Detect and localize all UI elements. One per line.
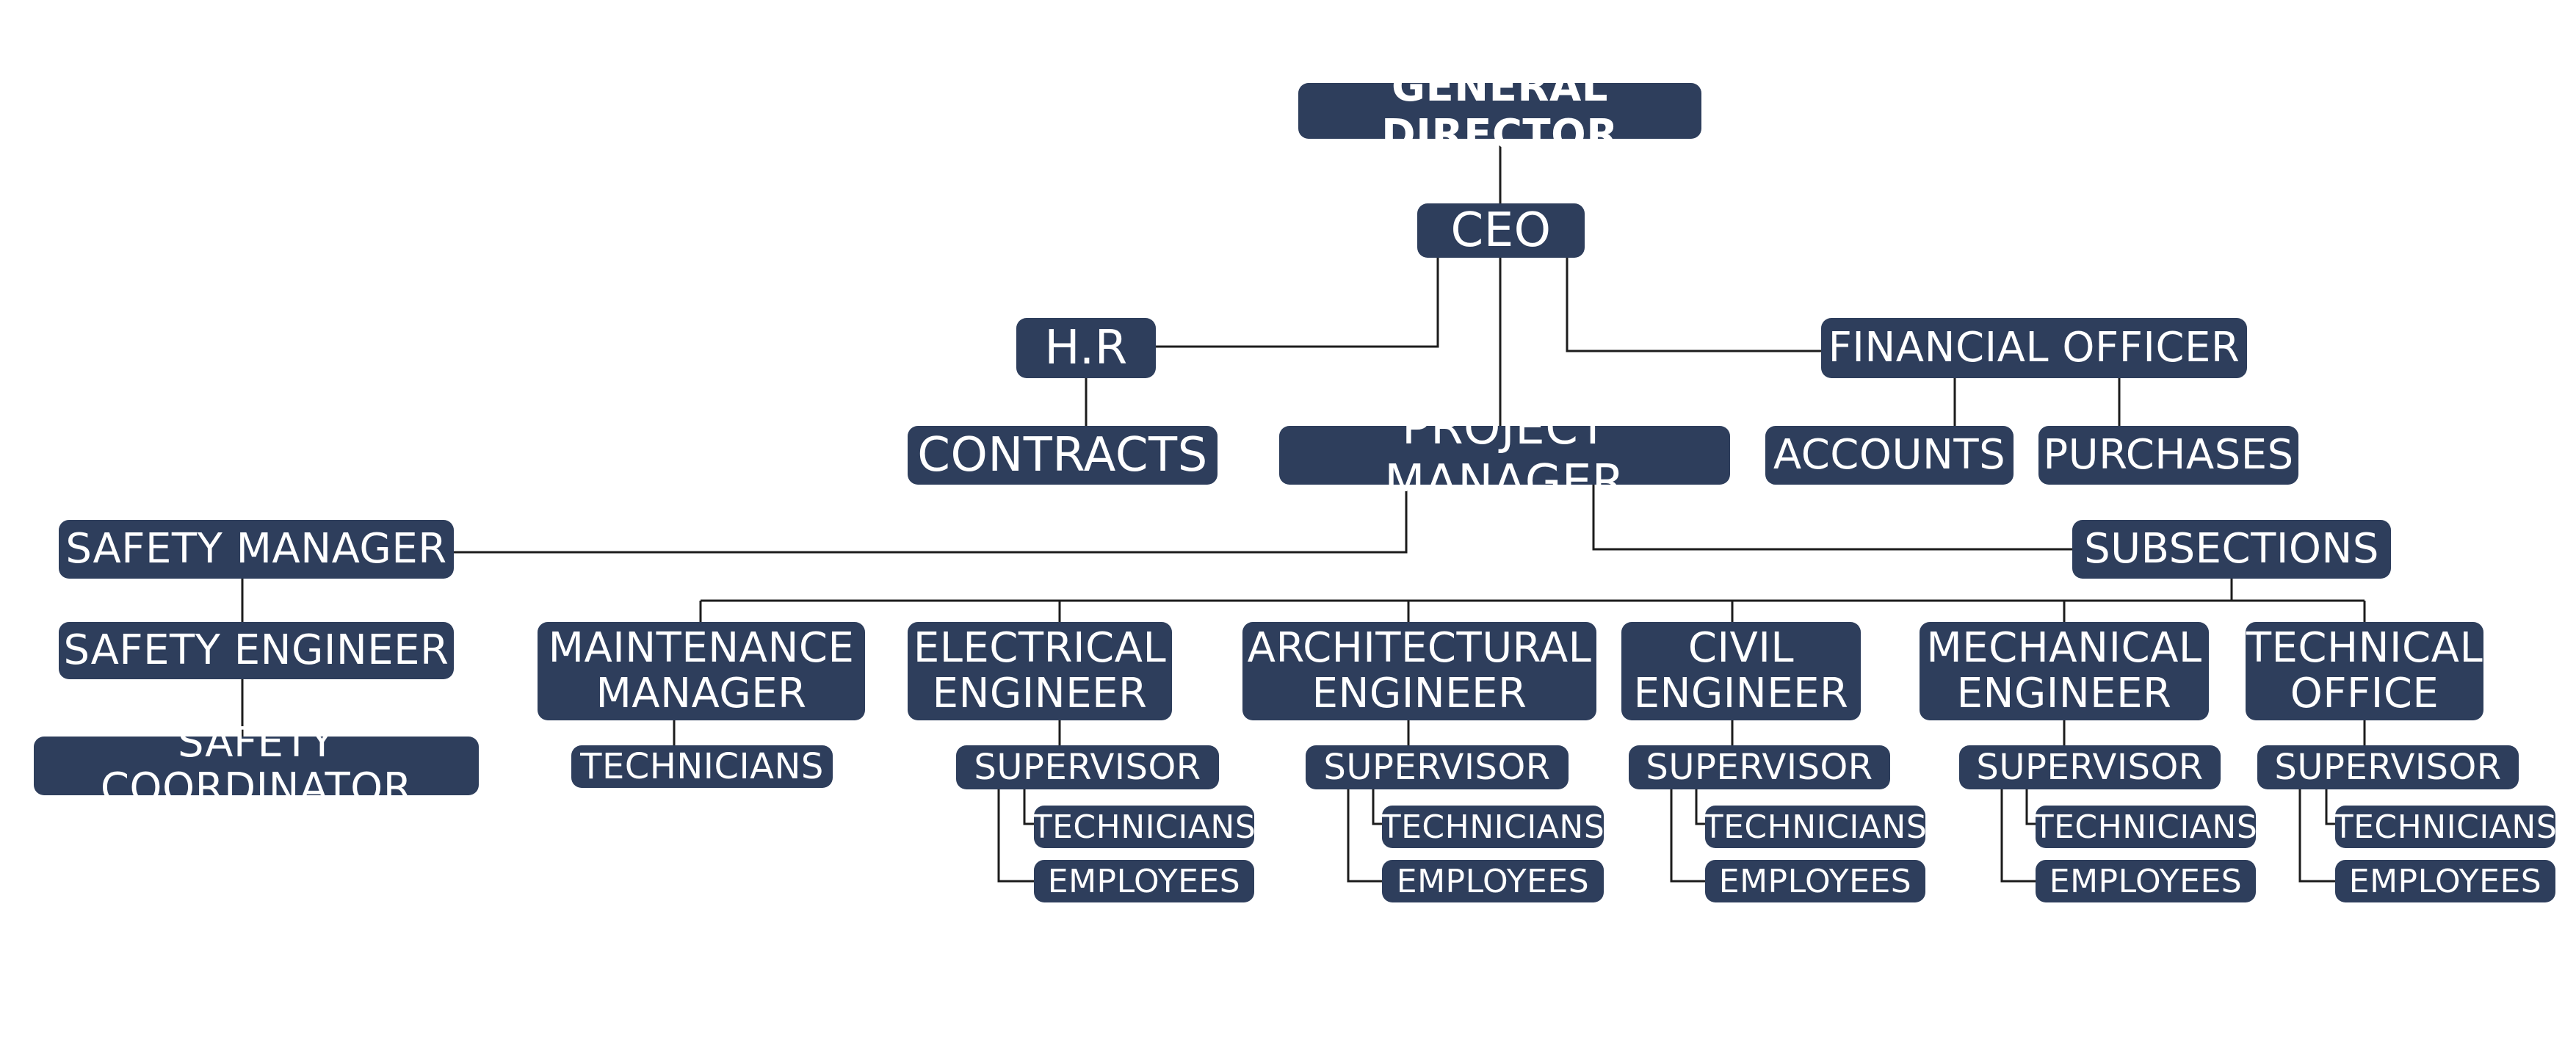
node-mechanical-employees: EMPLOYEES <box>2036 860 2256 902</box>
node-safety-coordinator: SAFETY COORDINATOR <box>34 720 479 811</box>
node-electrical-engineer: ELECTRICAL ENGINEER <box>908 622 1172 720</box>
node-civil-technicians: TECHNICIANS <box>1704 806 1927 848</box>
connector-elec-sup-techn <box>1023 789 1034 825</box>
connector-pm-safety <box>454 485 1408 554</box>
connector-mech-sup-emp <box>2000 789 2036 883</box>
node-mechanical-supervisor: SUPERVISOR <box>1959 745 2221 789</box>
node-accounts: ACCOUNTS <box>1765 426 2014 485</box>
connector-ceo-fo <box>1566 258 1821 352</box>
node-electrical-employees: EMPLOYEES <box>1034 860 1254 902</box>
node-safety-manager: SAFETY MANAGER <box>59 520 454 579</box>
connector-tech-sup-emp <box>2298 789 2335 883</box>
node-electrical-supervisor: SUPERVISOR <box>956 745 1219 789</box>
node-ceo: CEO <box>1417 203 1585 258</box>
node-civil-employees: EMPLOYEES <box>1705 860 1925 902</box>
node-purchases: PURCHASES <box>2038 426 2298 485</box>
node-civil-engineer: CIVIL ENGINEER <box>1621 622 1861 720</box>
node-mechanical-technicians: TECHNICIANS <box>2034 806 2257 848</box>
connector-pm-subsections <box>1592 485 2072 551</box>
connector-elec-sup-emp <box>997 789 1034 883</box>
node-general-director: GENERAL DIRECTOR <box>1298 63 1701 159</box>
node-contracts: CONTRACTS <box>908 426 1218 485</box>
connector-mech-sup-techn <box>2025 789 2036 825</box>
node-architectural-technicians: TECHNICIANS <box>1381 806 1604 848</box>
node-maintenance-manager: MAINTENANCE MANAGER <box>538 622 865 720</box>
connector-tech-sup-techn <box>2325 789 2335 825</box>
node-hr: H.R <box>1016 318 1156 378</box>
connector-civil-sup-techn <box>1695 789 1705 825</box>
node-architectural-supervisor: SUPERVISOR <box>1306 745 1569 789</box>
node-safety-engineer: SAFETY ENGINEER <box>59 622 454 679</box>
connector-arch-sup-emp <box>1347 789 1382 883</box>
node-electrical-technicians: TECHNICIANS <box>1032 806 1256 848</box>
connector-ceo-hr <box>1156 258 1439 348</box>
connector-civil-sup-emp <box>1670 789 1705 883</box>
node-maintenance-technicians: TECHNICIANS <box>571 745 833 788</box>
node-project-manager: PROJECT MANAGER <box>1279 401 1730 510</box>
connector-arch-sup-techn <box>1372 789 1382 825</box>
node-architectural-engineer: ARCHITECTURAL ENGINEER <box>1242 622 1596 720</box>
node-technical-office: TECHNICAL OFFICE <box>2246 622 2483 720</box>
node-subsections: SUBSECTIONS <box>2072 520 2391 579</box>
node-technical-supervisor: SUPERVISOR <box>2257 745 2519 789</box>
node-financial-officer: FINANCIAL OFFICER <box>1821 318 2247 378</box>
node-mechanical-engineer: MECHANICAL ENGINEER <box>1920 622 2209 720</box>
node-technical-technicians: TECHNICIANS <box>2334 806 2557 848</box>
node-civil-supervisor: SUPERVISOR <box>1629 745 1890 789</box>
node-architectural-employees: EMPLOYEES <box>1382 860 1604 902</box>
node-technical-employees: EMPLOYEES <box>2335 860 2555 902</box>
